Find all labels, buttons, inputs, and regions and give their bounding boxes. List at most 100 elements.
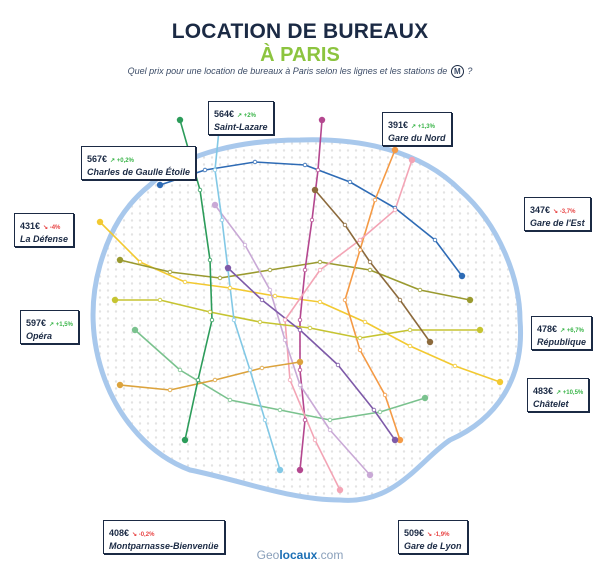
station-dot (257, 319, 263, 325)
station-dot (202, 167, 208, 173)
terminus-dot (156, 181, 164, 189)
terminus-dot (296, 358, 304, 366)
station-dot (297, 367, 303, 373)
station-dot (231, 317, 237, 323)
station-dot (207, 309, 213, 315)
station-dot (157, 297, 163, 303)
terminus-dot (366, 471, 374, 479)
trend-indicator: ↗ +1,3% (411, 124, 435, 130)
station-dot (432, 237, 438, 243)
trend-indicator: ↘ -0,2% (132, 532, 155, 538)
callout-la-defense: 431€↘ -4% La Défense (14, 213, 75, 248)
callout-station: Montparnasse-Bienvenüe (109, 541, 219, 552)
callout-station: Opéra (26, 331, 53, 342)
station-dot (452, 363, 458, 369)
metro-icon: M (450, 65, 464, 78)
station-dot (392, 207, 398, 213)
terminus-dot (396, 436, 404, 444)
terminus-dot (111, 296, 119, 304)
trend-indicator: ↗ +0,2% (110, 158, 134, 164)
terminus-dot (496, 378, 504, 386)
callout-saint-lazare: 564€↗ +2% Saint-Lazare (208, 101, 274, 136)
callout-station: Saint-Lazare (214, 122, 268, 133)
station-dot (377, 409, 383, 415)
station-dot (297, 317, 303, 323)
callout-opera: 597€↗ +1,5% Opéra (20, 310, 79, 345)
callout-station: Gare de Lyon (404, 541, 462, 552)
callout-gare-de-lyon: 509€↘ -1,9% Gare de Lyon (398, 520, 468, 555)
callout-station: Châtelet (533, 399, 569, 410)
station-dot (342, 222, 348, 228)
callout-chatelet: 483€↗ +10,5% Châtelet (527, 378, 590, 413)
station-dot (302, 267, 308, 273)
station-dot (317, 267, 323, 273)
terminus-dot (131, 326, 139, 334)
station-dot (227, 397, 233, 403)
trend-indicator: ↗ +2% (237, 113, 256, 119)
terminus-dot (466, 296, 474, 304)
terminus-dot (458, 272, 466, 280)
station-dot (347, 179, 353, 185)
footer-brand: Geolocaux.com (0, 548, 600, 562)
station-dot (397, 297, 403, 303)
station-dot (282, 337, 288, 343)
callout-price: 597€ (26, 318, 47, 328)
terminus-dot (426, 338, 434, 346)
station-dot (302, 162, 308, 168)
trend-indicator: ↘ -4% (43, 225, 61, 231)
callout-price: 391€ (388, 120, 409, 130)
station-dot (287, 377, 293, 383)
station-dot (417, 287, 423, 293)
terminus-dot (476, 326, 484, 334)
terminus-dot (224, 264, 232, 272)
trend-indicator: ↘ -3,7% (553, 209, 576, 215)
station-dot (357, 237, 363, 243)
terminus-dot (181, 436, 189, 444)
callout-price: 347€ (530, 205, 551, 215)
terminus-dot (116, 256, 124, 264)
terminus-dot (116, 381, 124, 389)
callout-montparnasse-bienvenue: 408€↘ -0,2% Montparnasse-Bienvenüe (103, 520, 225, 555)
station-dot (219, 217, 225, 223)
metro-line (284, 159, 413, 491)
station-dot (382, 392, 388, 398)
metro-line (214, 119, 281, 471)
station-dot (407, 327, 413, 333)
station-dot (167, 387, 173, 393)
station-dot (312, 437, 318, 443)
terminus-dot (276, 466, 284, 474)
station-dot (327, 427, 333, 433)
station-dot (302, 417, 308, 423)
callout-republique: 478€↗ +6,7% République (531, 316, 592, 351)
station-dot (267, 267, 273, 273)
station-dot (182, 279, 188, 285)
metro-line (119, 259, 471, 301)
metro-line (99, 221, 501, 383)
trend-indicator: ↗ +10,5% (556, 390, 584, 396)
footer-suffix: .com (317, 548, 344, 562)
station-dot (195, 377, 201, 383)
station-dot (309, 217, 315, 223)
station-dot (262, 417, 268, 423)
station-dot (217, 275, 223, 281)
metro-line (179, 119, 213, 441)
station-dot (252, 159, 258, 165)
metro-line (115, 299, 480, 339)
station-dot (342, 297, 348, 303)
trend-indicator: ↘ -1,9% (427, 532, 450, 538)
terminus-dot (391, 146, 399, 154)
callout-gare-de-l-est: 347€↘ -3,7% Gare de l'Est (524, 197, 591, 232)
station-dot (357, 347, 363, 353)
terminus-dot (176, 116, 184, 124)
station-dot (317, 259, 323, 265)
station-dot (207, 257, 213, 263)
station-dot (282, 317, 288, 323)
terminus-dot (296, 466, 304, 474)
terminus-dot (96, 218, 104, 226)
callout-price: 483€ (533, 386, 554, 396)
station-dot (137, 259, 143, 265)
station-dot (297, 382, 303, 388)
station-dot (357, 335, 363, 341)
station-dot (197, 187, 203, 193)
